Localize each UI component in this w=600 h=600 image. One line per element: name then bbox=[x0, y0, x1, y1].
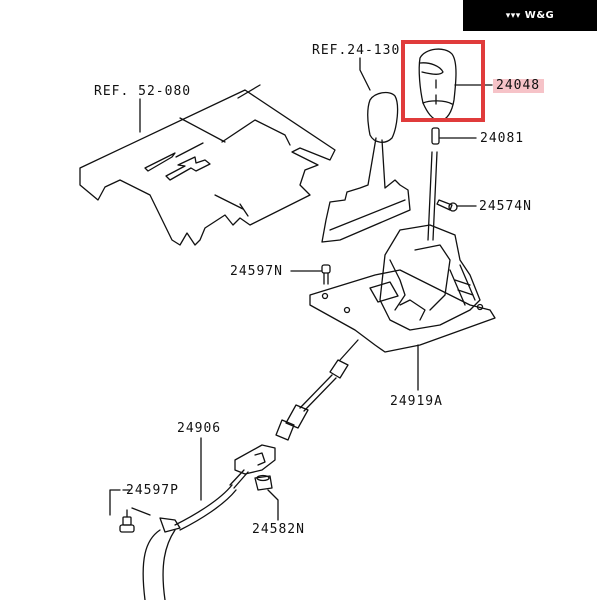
console-panel bbox=[80, 85, 335, 245]
knob-adapter bbox=[432, 128, 439, 144]
bolt-24597N bbox=[322, 265, 330, 284]
brand-name: W&G bbox=[524, 10, 555, 21]
label-24919A[interactable]: 24919A bbox=[390, 394, 443, 409]
leader-ref-24-130 bbox=[360, 58, 370, 90]
bolt-24574N bbox=[437, 200, 457, 211]
leader-24597P bbox=[110, 490, 150, 515]
shift-knob bbox=[419, 49, 456, 121]
selected-part-highlight-box bbox=[401, 40, 485, 122]
label-24906[interactable]: 24906 bbox=[177, 421, 222, 436]
label-ref-52-080[interactable]: REF. 52-080 bbox=[94, 84, 192, 99]
shift-lever-assembly bbox=[310, 225, 495, 352]
brand-badge: ▾▾▾ W&G bbox=[463, 0, 597, 31]
triangle-logo-icon: ▾▾▾ bbox=[505, 10, 521, 21]
label-24081[interactable]: 24081 bbox=[480, 131, 525, 146]
label-24574N[interactable]: 24574N bbox=[479, 199, 532, 214]
leader-24582N bbox=[268, 490, 278, 520]
label-24582N[interactable]: 24582N bbox=[252, 522, 305, 537]
label-24597P[interactable]: 24597P bbox=[126, 483, 179, 498]
shift-cable bbox=[143, 340, 358, 600]
bolt-24597P bbox=[120, 510, 134, 532]
shift-boot bbox=[322, 93, 410, 242]
nut-24582N bbox=[255, 476, 272, 491]
label-24597N[interactable]: 24597N bbox=[230, 264, 283, 279]
label-ref-24-130[interactable]: REF.24-130 bbox=[312, 43, 401, 58]
label-24048-highlighted[interactable]: 24048 bbox=[493, 79, 545, 93]
